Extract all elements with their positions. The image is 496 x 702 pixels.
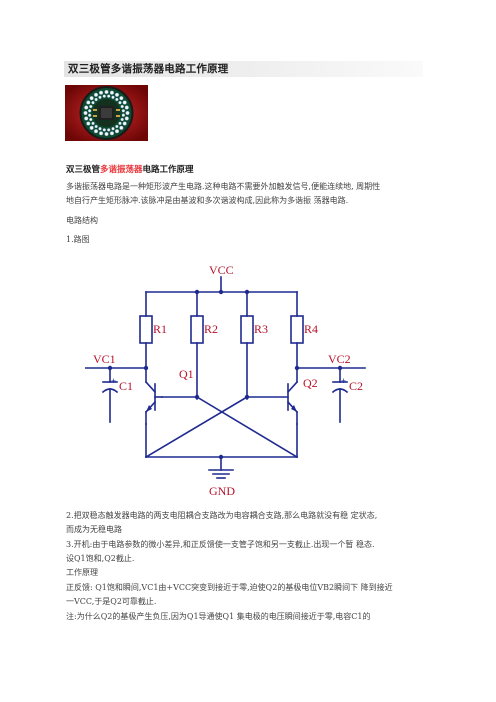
r4-label: R4 bbox=[304, 322, 318, 336]
subtitle-part1: 双三极管 bbox=[66, 165, 101, 175]
q1-label: Q1 bbox=[179, 367, 194, 381]
c2-plus-sign: + bbox=[341, 376, 346, 386]
circuit-board-photo bbox=[65, 85, 148, 141]
led-dot bbox=[84, 116, 89, 121]
section-heading: 工作原理 bbox=[66, 568, 98, 577]
led-dot bbox=[115, 92, 120, 97]
r1-label: R1 bbox=[153, 322, 167, 336]
led-dot bbox=[121, 109, 125, 113]
led-dot bbox=[115, 97, 119, 102]
led-dot bbox=[99, 131, 104, 136]
vc1-label: VC1 bbox=[93, 352, 116, 366]
q2-label: Q2 bbox=[303, 376, 318, 390]
led-dot bbox=[120, 117, 124, 122]
paragraph-line: 地自行产生矩形脉冲.该脉冲是由基波和多次谐波构成,因此称为多谐振 荡器电路. bbox=[66, 196, 349, 205]
led-dot bbox=[124, 105, 129, 110]
led-dot bbox=[89, 104, 93, 109]
page-title: 双三极管多谐振荡器电路工作原理 bbox=[68, 63, 229, 75]
led-dot bbox=[84, 105, 89, 110]
subtitle-highlight: 多谐振荡器 bbox=[100, 165, 143, 175]
list-item: 1.路图 bbox=[66, 235, 90, 244]
led-dot bbox=[120, 104, 124, 109]
led-dot bbox=[118, 121, 122, 125]
led-dot bbox=[86, 121, 91, 126]
led-dot bbox=[83, 111, 88, 116]
c1-plus-sign: + bbox=[111, 376, 116, 386]
gnd-label: GND bbox=[209, 484, 235, 498]
r2-label: R2 bbox=[204, 322, 218, 336]
led-dot bbox=[94, 129, 99, 134]
led-dot bbox=[104, 89, 109, 94]
led-dot bbox=[102, 94, 106, 98]
led-dot bbox=[86, 100, 91, 105]
led-dot bbox=[115, 124, 119, 129]
led-dot bbox=[98, 127, 102, 131]
led-dot bbox=[91, 101, 95, 105]
title-bar bbox=[64, 61, 423, 77]
led-dot bbox=[99, 90, 104, 95]
led-dot bbox=[124, 116, 129, 121]
led-dot bbox=[89, 117, 93, 122]
led-dot bbox=[91, 121, 95, 125]
led-dot bbox=[94, 124, 98, 129]
led-dot bbox=[118, 101, 122, 105]
vc2-label: VC2 bbox=[328, 352, 351, 366]
list-item: 2.把双稳态触发器电路的两支电阻耦合支路改为电容耦合支路,那么电路就没有稳 定状… bbox=[66, 511, 378, 520]
vcc-label: VCC bbox=[209, 263, 234, 277]
led-dot bbox=[98, 95, 102, 99]
led-dot bbox=[121, 113, 125, 117]
led-dot bbox=[125, 111, 130, 116]
led-dot bbox=[115, 129, 120, 134]
led-dot bbox=[119, 125, 124, 130]
led-dot bbox=[94, 92, 99, 97]
c1-label: C1 bbox=[119, 379, 133, 393]
section-heading: 电路结构 bbox=[66, 216, 98, 225]
led-dot bbox=[89, 96, 94, 101]
paragraph-line: 正反馈: Q1饱和瞬间,VC1由+VCC突变到接近于零,迫使Q2的基极电位VB2… bbox=[66, 583, 393, 592]
paragraph-line: 设Q1饱和,Q2截止. bbox=[66, 554, 135, 563]
section-subtitle: 双三极管多谐振荡器电路工作原理 bbox=[66, 163, 194, 175]
led-dot bbox=[102, 128, 106, 132]
led-dot bbox=[122, 121, 127, 126]
led-dot bbox=[109, 90, 114, 95]
circuit-diagram: VCC R1 R2 R3 R4 VC1 VC2 Q1 Q2 C1 C2 GND … bbox=[85, 263, 366, 498]
led-dot bbox=[94, 97, 98, 102]
paragraph-line: 注:为什么Q2的基极产生负压,因为Q1导通使Q1 集电极的电压瞬间接近于零,电容… bbox=[66, 612, 371, 621]
led-dot bbox=[107, 128, 111, 132]
led-dot bbox=[88, 113, 92, 117]
led-dot bbox=[89, 125, 94, 130]
list-item: 3.开机:由于电路参数的微小差异,和正反馈使一支管子饱和另一支截止.出现一个暂 … bbox=[66, 540, 375, 549]
led-dot bbox=[122, 100, 127, 105]
subtitle-part2: 电路工作原理 bbox=[142, 165, 194, 175]
led-dot bbox=[111, 95, 115, 99]
paragraph-line: 多谐振荡器电路是一种矩形波产生电路.这种电路不需要外加触发信号,便能连续地, 周… bbox=[66, 182, 381, 191]
led-dot bbox=[107, 94, 111, 98]
c2-label: C2 bbox=[349, 379, 363, 393]
led-dot bbox=[119, 96, 124, 101]
paragraph-line: 一VCC,于是Q2可靠截止. bbox=[66, 597, 157, 606]
led-dot bbox=[109, 131, 114, 136]
paragraph-line: 而成为无稳电路 bbox=[66, 525, 122, 534]
led-dot bbox=[104, 132, 109, 137]
led-dot bbox=[111, 127, 115, 131]
r3-label: R3 bbox=[254, 322, 268, 336]
led-dot bbox=[88, 109, 92, 113]
